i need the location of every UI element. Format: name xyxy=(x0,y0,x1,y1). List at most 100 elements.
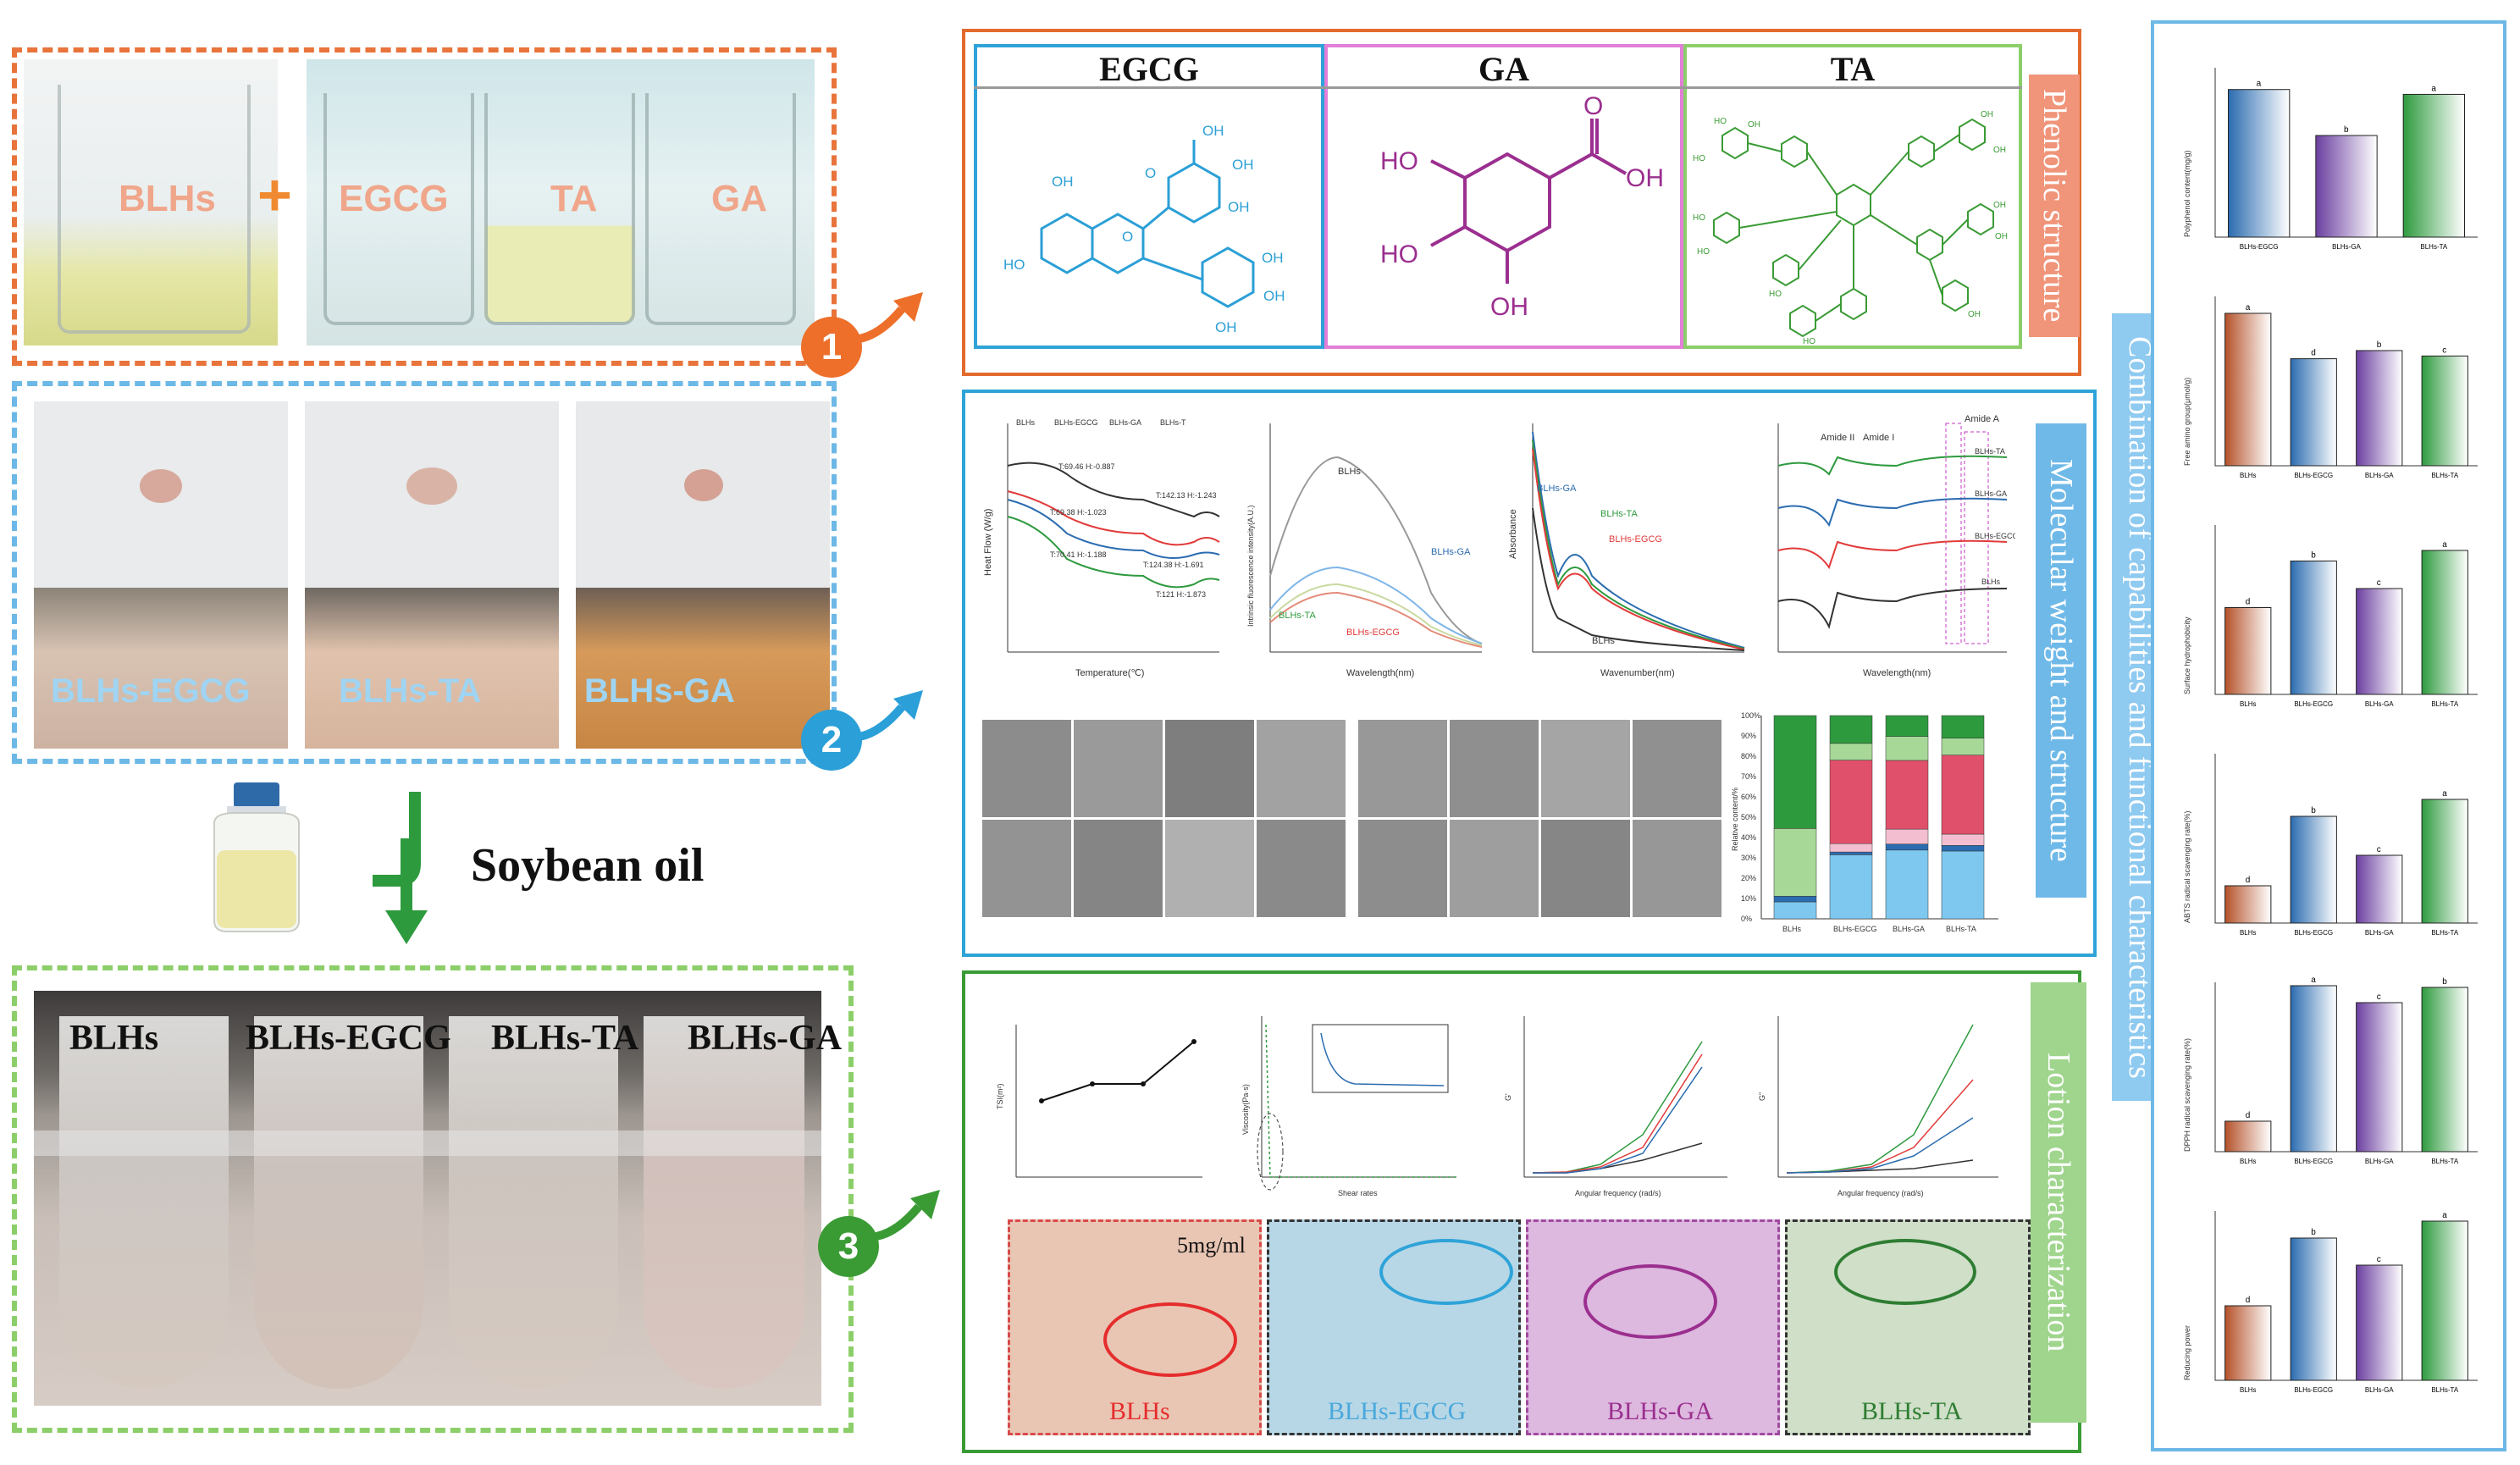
sem-image xyxy=(1633,820,1721,917)
capability-bar xyxy=(2356,1002,2403,1153)
ftir-xlabel: Wavelength(nm) xyxy=(1863,668,1931,678)
capability-category-label: BLHs-GA xyxy=(2365,929,2394,937)
capability-category-label: BLHs-EGCG xyxy=(2294,929,2333,937)
svg-text:OH: OH xyxy=(1052,174,1074,190)
capability-category-label: BLHs-TA xyxy=(2420,243,2448,251)
sec-ytick: 10% xyxy=(1741,894,1756,903)
viscosity-ylabel: Viscosity(Pa·s) xyxy=(1241,1084,1250,1135)
significance-letter: d xyxy=(2246,1296,2251,1305)
powder-blhs-ga-photo xyxy=(576,401,830,588)
solution-blhs-ta-photo xyxy=(305,588,559,749)
svg-text:OH: OH xyxy=(1202,123,1224,139)
capabilities-panel xyxy=(2151,20,2506,1451)
dsc-annotation-3: T:70.41 H:-1.188 xyxy=(1050,550,1107,559)
significance-letter: d xyxy=(2246,876,2251,885)
capability-chart: DPPH radical scavenging rate(%)dBLHsaBLH… xyxy=(2183,976,2478,1165)
svg-text:OH: OH xyxy=(1748,120,1760,130)
fluorescence-chart: BLHs BLHs-GA BLHs-TA BLHs-EGCG Wavelengt… xyxy=(1236,406,1490,686)
sem-image xyxy=(982,820,1071,917)
capability-category-label: BLHs xyxy=(2240,929,2257,937)
significance-letter: a xyxy=(2442,540,2447,550)
svg-text:OH: OH xyxy=(1263,288,1285,304)
capability-chart: Surface hydrophobicitydBLHsbBLHs-EGCGcBL… xyxy=(2183,525,2478,708)
svg-text:OH: OH xyxy=(1995,232,2008,241)
capability-bar xyxy=(2356,1264,2403,1381)
svg-text:O: O xyxy=(1122,229,1133,245)
significance-letter: a xyxy=(2257,80,2262,89)
capability-category-label: BLHs-EGCG xyxy=(2294,700,2333,708)
fluor-xlabel: Wavelength(nm) xyxy=(1346,668,1414,678)
sem-image xyxy=(1358,720,1447,817)
sec-ytick: 60% xyxy=(1741,793,1756,801)
capability-chart-ylabel: ABTS radical scavenging rate(%) xyxy=(2183,810,2191,923)
arrow-icon xyxy=(875,1190,940,1241)
dsc-annotation-5: T:121 H:-1.873 xyxy=(1156,590,1206,599)
significance-letter: d xyxy=(2311,349,2316,358)
sec-bar-segment xyxy=(1941,715,1985,738)
down-arrow-icon xyxy=(373,792,428,944)
micrograph-label-blhs: BLHs xyxy=(1109,1397,1170,1425)
uv-label-ga: BLHs-GA xyxy=(1537,484,1577,494)
significance-letter: a xyxy=(2442,1211,2447,1220)
beakers-polyphenols-photo xyxy=(307,59,815,346)
sec-bar-segment xyxy=(1773,828,1817,897)
capability-bar xyxy=(2224,312,2272,467)
ga-atom-oh-1: OH xyxy=(1490,293,1528,321)
ga-title: GA xyxy=(1478,50,1529,88)
dsc-ylabel: Heat Flow (W/g) xyxy=(983,509,993,576)
sem-image xyxy=(1074,820,1163,917)
capability-category-label: BLHs-EGCG xyxy=(2294,1386,2333,1394)
uv-label-ta: BLHs-TA xyxy=(1600,509,1638,519)
svg-text:OH: OH xyxy=(1993,146,2006,155)
tube-label-blhs: BLHs xyxy=(69,1019,159,1058)
step2-box xyxy=(12,381,837,764)
capability-bar xyxy=(2290,561,2337,695)
uv-chart: BLHs-GA BLHs-TA BLHs-EGCG BLHs Wavenumbe… xyxy=(1499,406,1753,686)
sec-bar-segment xyxy=(1829,854,1873,920)
capability-bar xyxy=(2356,588,2403,695)
capability-category-label: BLHs xyxy=(2240,1158,2257,1165)
significance-letter: c xyxy=(2377,1255,2381,1264)
capability-bar xyxy=(2421,355,2468,467)
soybean-oil-label: Soybean oil xyxy=(471,839,705,892)
capability-category-label: BLHs-GA xyxy=(2332,243,2361,251)
phenolic-structure-tab: Phenolic structure xyxy=(2029,75,2080,337)
significance-letter: b xyxy=(2344,125,2349,135)
capability-bar xyxy=(2290,1237,2337,1381)
sec-bar-segment xyxy=(1941,845,1985,852)
powder-blhs-ta-photo xyxy=(305,401,559,588)
micrograph-label-blhs-ga: BLHs-GA xyxy=(1607,1397,1713,1425)
svg-text:O: O xyxy=(1145,165,1156,181)
sec-bar-segment xyxy=(1773,715,1817,829)
svg-text:HO: HO xyxy=(1693,213,1705,223)
capability-bar xyxy=(2421,550,2468,695)
sec-bar-segment xyxy=(1941,833,1985,846)
capability-chart: Reducing powerdBLHsbBLHs-EGCGcBLHs-GAaBL… xyxy=(2183,1211,2478,1394)
capability-chart-ylabel: DPPH radical scavenging rate(%) xyxy=(2183,1038,2191,1152)
dsc-xlabel: Temperature(℃) xyxy=(1075,668,1144,678)
capability-category-label: BLHs-TA xyxy=(2431,929,2459,937)
uv-label-blhs: BLHs xyxy=(1592,636,1615,646)
arrow-icon xyxy=(858,292,923,343)
sec-bar-segment xyxy=(1941,755,1985,835)
ftir-band-amide1: Amide I xyxy=(1863,433,1894,443)
significance-letter: a xyxy=(2431,84,2436,93)
sec-bar-segment xyxy=(1885,760,1929,830)
ftir-band-amide2: Amide II xyxy=(1821,433,1854,443)
uv-xlabel: Wavenumber(nm) xyxy=(1600,668,1675,678)
dsc-annotation-2: T:69.38 H:-1.023 xyxy=(1050,508,1107,517)
capability-bar xyxy=(2290,985,2337,1153)
sem-image xyxy=(1450,720,1539,817)
sem-image xyxy=(1450,820,1539,917)
capability-category-label: BLHs-TA xyxy=(2431,472,2459,479)
sec-bar-segment xyxy=(1885,736,1929,761)
significance-letter: c xyxy=(2377,578,2381,588)
sem-image xyxy=(982,720,1071,817)
capability-bar xyxy=(2402,93,2465,238)
egcg-title: EGCG xyxy=(1099,50,1199,88)
dsc-annotation-1: T:69.46 H:-0.887 xyxy=(1058,462,1115,471)
beaker-label-blhs: BLHs xyxy=(119,178,216,219)
micrograph-blhs-ta xyxy=(1785,1219,2031,1435)
arrow-icon xyxy=(858,690,923,741)
fluor-label-ta: BLHs-TA xyxy=(1279,611,1316,621)
